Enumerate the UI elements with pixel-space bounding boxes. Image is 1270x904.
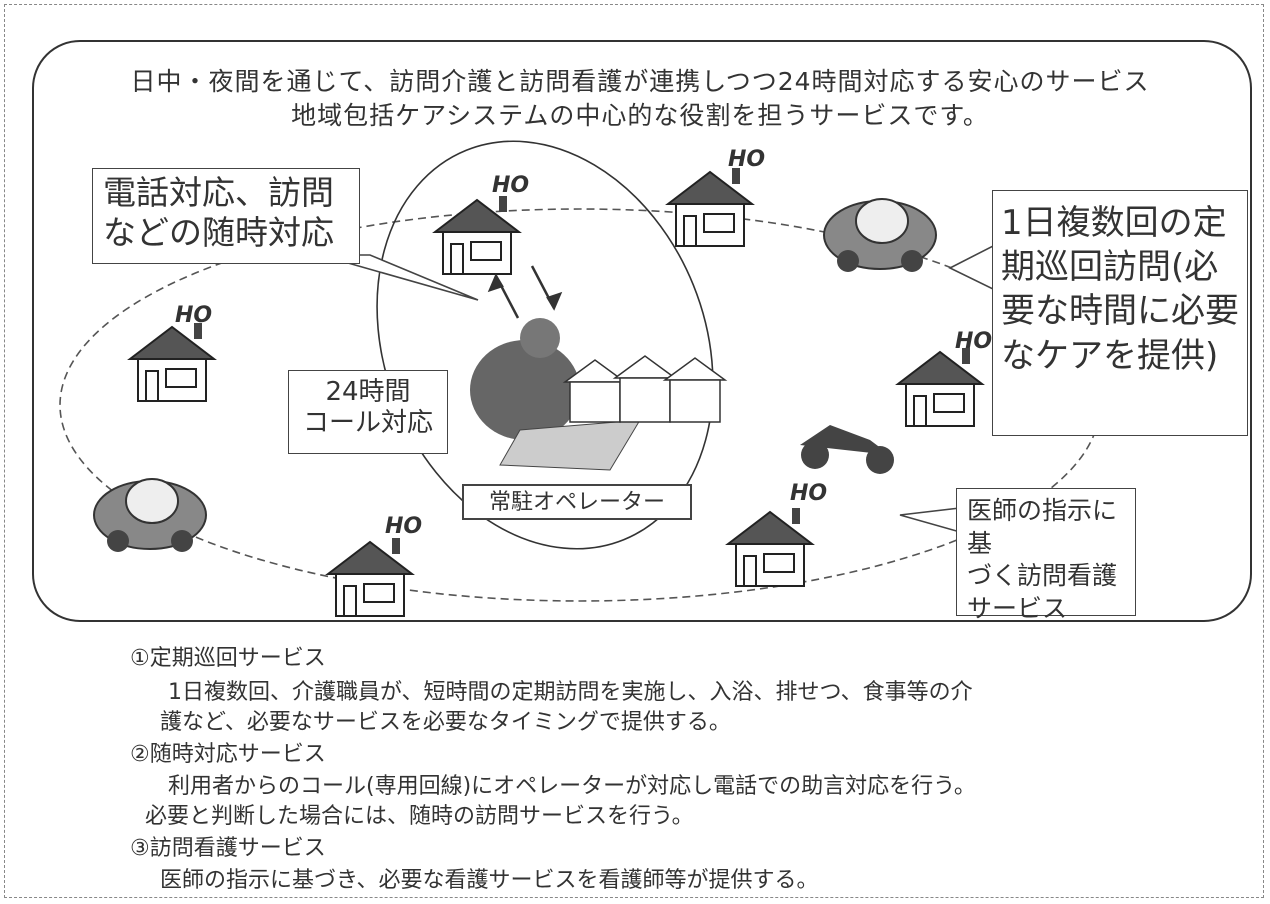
section-text: 必要と判断した場合には、随時の訪問サービスを行う。 bbox=[145, 804, 694, 829]
house-mark: HO bbox=[728, 147, 765, 172]
section-text: 1日複数回、介護職員が、短時間の定期訪問を実施し、入浴、排せつ、食事等の介 bbox=[168, 680, 973, 705]
house-mark: HO bbox=[175, 303, 212, 328]
house-icon bbox=[434, 195, 520, 275]
section-text: 医師の指示に基づき、必要な看護サービスを看護師等が提供する。 bbox=[160, 868, 819, 893]
callout-pointer bbox=[948, 243, 996, 292]
section-text: 護など、必要なサービスを必要なタイミングで提供する。 bbox=[160, 710, 731, 735]
page-frame bbox=[4, 4, 1264, 898]
callout-24h-call: 24時間 コール対応 bbox=[288, 370, 448, 454]
house-mark: HO bbox=[790, 481, 827, 506]
house-icon bbox=[129, 322, 215, 402]
section-text: 利用者からのコール(専用回線)にオペレーターが対応し電話での助言対応を行う。 bbox=[168, 774, 976, 799]
townhouse-icon bbox=[562, 355, 728, 423]
section-heading: ②随時対応サービス bbox=[130, 742, 326, 767]
callout-nursing: 医師の指示に基 づく訪問看護 サービス bbox=[956, 488, 1136, 623]
section-heading: ①定期巡回サービス bbox=[130, 646, 326, 671]
operator-label: 常駐オペレーター bbox=[462, 484, 692, 520]
car-icon bbox=[823, 198, 937, 273]
house-icon bbox=[667, 167, 753, 247]
callout-patrol: 1日複数回の定 期巡回訪問(必 要な時間に必要 なケアを提供) bbox=[992, 190, 1248, 436]
house-icon bbox=[897, 347, 983, 427]
diagram-box bbox=[32, 40, 1252, 622]
house-mark: HO bbox=[955, 329, 992, 354]
house-mark: HO bbox=[492, 173, 529, 198]
headline-line-2: 地域包括ケアシステムの中心的な役割を担うサービスです。 bbox=[291, 101, 989, 130]
callout-phone: 電話対応、訪問 などの随時対応 bbox=[92, 168, 360, 264]
motorbike-icon bbox=[800, 425, 894, 474]
headline-line-1: 日中・夜間を通じて、訪問介護と訪問看護が連携しつつ24時間対応する安心のサービス bbox=[130, 67, 1150, 96]
house-mark: HO bbox=[385, 514, 422, 539]
car-icon bbox=[93, 478, 207, 553]
section-heading: ③訪問看護サービス bbox=[130, 836, 326, 861]
house-icon bbox=[327, 537, 413, 617]
house-icon bbox=[727, 507, 813, 587]
operator-icon bbox=[470, 318, 641, 471]
callout-pointer bbox=[899, 507, 961, 534]
